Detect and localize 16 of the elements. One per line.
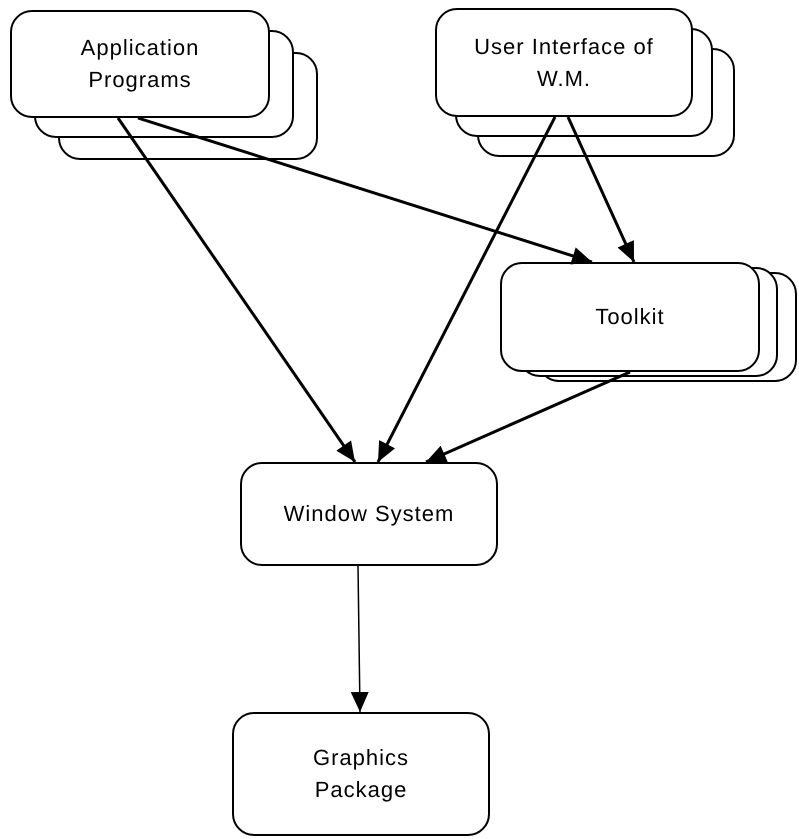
node-label: Graphics Package bbox=[312, 744, 410, 804]
arrow bbox=[116, 117, 356, 463]
arrow bbox=[425, 370, 631, 464]
process-box bbox=[435, 8, 693, 117]
arrow bbox=[138, 116, 592, 265]
process-box bbox=[240, 462, 498, 566]
process-box bbox=[500, 262, 760, 372]
node-label: Toolkit bbox=[595, 303, 665, 331]
node-label: User Interface of W.M. bbox=[474, 32, 654, 92]
arrow bbox=[566, 116, 636, 263]
node-label: Window System bbox=[284, 500, 454, 528]
process-box bbox=[232, 712, 490, 836]
arrow bbox=[376, 116, 556, 463]
process-box bbox=[10, 10, 270, 118]
arrow bbox=[350, 566, 369, 712]
node-label: Application Programs bbox=[80, 34, 200, 94]
